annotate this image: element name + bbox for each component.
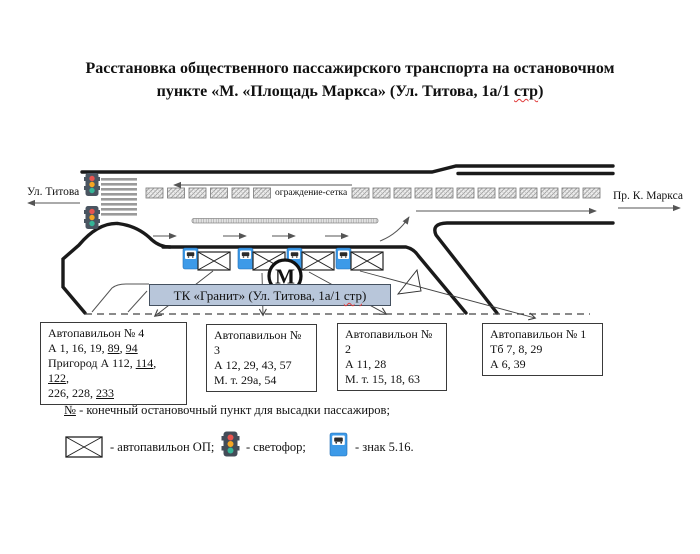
svg-text:М: М [275,265,295,289]
pavilion-box-title: Автопавильон № 2 [345,327,433,356]
fence-label: ограждение-сетка [275,188,348,198]
pavilion-icon [350,251,384,271]
legend-traffic-light-icon [221,431,240,457]
flow-arrows [27,181,681,242]
merge-arrow [396,268,422,295]
legend-pavilion-icon [65,436,103,458]
fence-row [145,187,601,199]
page-title-line2: пункте «М. «Площадь Маркса» (Ул. Титова,… [156,83,544,100]
pavilion-icon [197,251,231,271]
crosswalk [101,178,137,216]
legend-bus-stop-sign-icon [329,432,348,457]
street-label-marksa: Пр. К. Маркса [613,190,683,202]
traffic-light-icon [84,206,100,229]
tk-granit-building: ТК «Гранит» (Ул. Титова, 1а/1 стр) [149,284,391,306]
road-edges [61,164,615,315]
bus-stop-sign-icon [182,247,199,270]
legend-note: № - конечный остановочный пункт для выса… [64,403,390,417]
stop-pairs [182,247,384,271]
legend-pavilion-label: - автопавильон ОП; [110,440,215,454]
street-label-titova: Ул. Титова [27,186,80,198]
traffic-light-icon [84,173,100,196]
pavilion-box-title: Автопавильон № 4 [48,326,145,340]
median-strip [191,218,379,224]
page-title-line1: Расстановка общественного пассажирского … [85,60,615,77]
pavilion-icon [301,251,335,271]
page-title: Расстановка общественного пассажирского … [0,57,700,103]
pavilion-box-title: Автопавильон № 3 [214,328,302,357]
pavilion-box-title: Автопавильон № 1 [490,327,587,341]
bus-stop-sign-icon [237,247,254,270]
bus-stop-sign-icon [335,247,352,270]
legend-sign-label: - знак 5.16. [355,440,414,454]
legend-traffic-light-label: - светофор; [246,440,306,454]
